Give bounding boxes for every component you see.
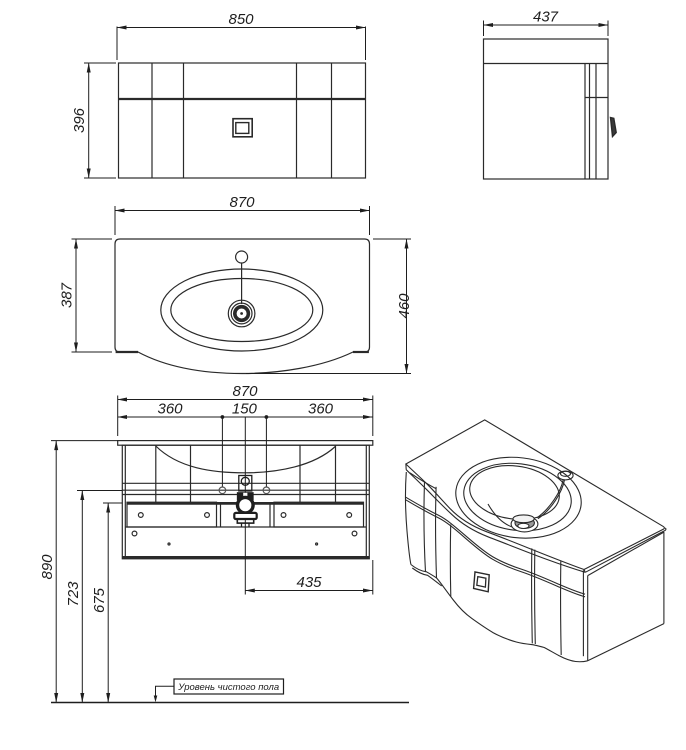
svg-text:890: 890 <box>39 554 56 580</box>
svg-text:150: 150 <box>232 401 258 418</box>
svg-text:387: 387 <box>59 282 76 308</box>
svg-text:675: 675 <box>91 587 108 613</box>
svg-text:437: 437 <box>533 9 559 26</box>
svg-text:870: 870 <box>229 194 255 211</box>
svg-text:723: 723 <box>65 581 82 607</box>
svg-text:396: 396 <box>71 107 88 133</box>
svg-text:Уровень чистого пола: Уровень чистого пола <box>177 682 279 693</box>
svg-text:360: 360 <box>308 401 334 418</box>
svg-text:850: 850 <box>228 11 254 28</box>
svg-text:460: 460 <box>396 293 413 319</box>
svg-text:435: 435 <box>296 574 322 591</box>
svg-text:360: 360 <box>157 401 183 418</box>
svg-text:870: 870 <box>232 383 258 400</box>
